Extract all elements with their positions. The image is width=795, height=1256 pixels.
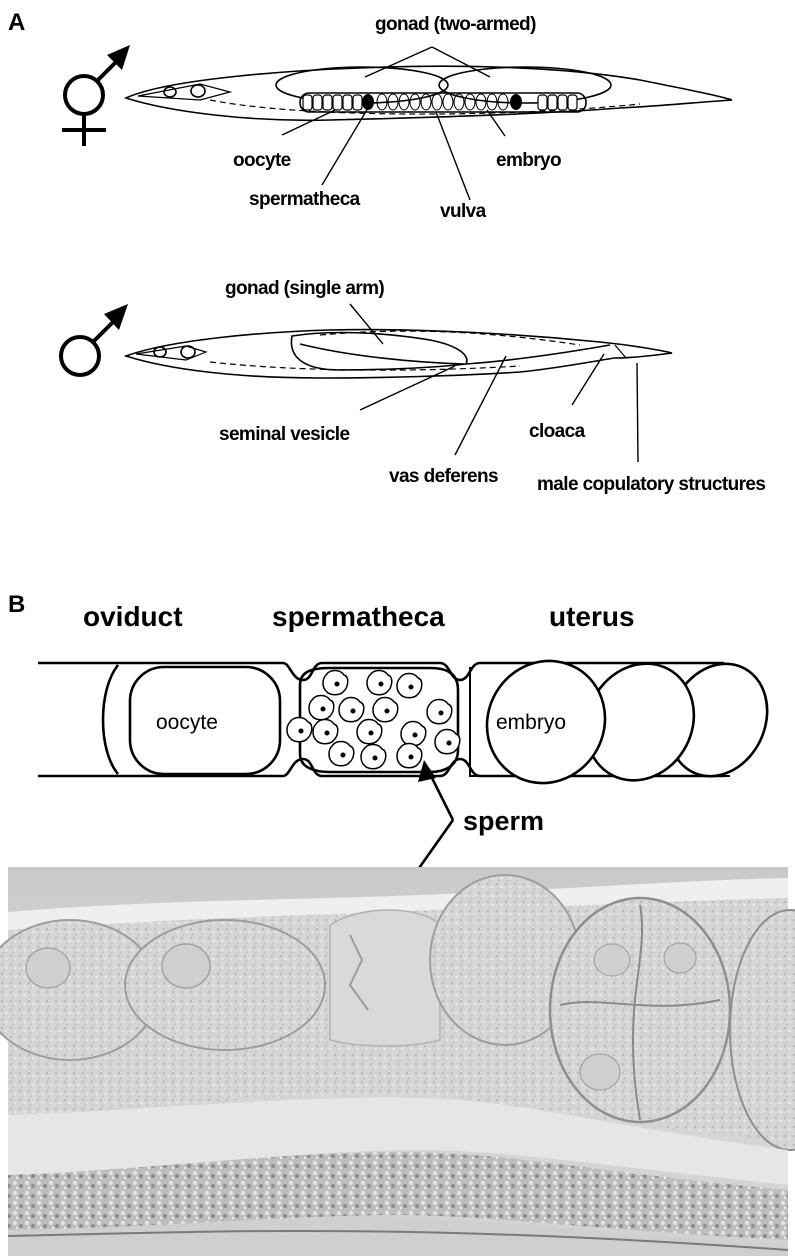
label-sperm: sperm [463,806,544,836]
label-male-copulatory-structures: male copulatory structures [537,474,765,495]
hermaphrodite-diagram: gonad (two-armed) oocyte embryo spermath… [62,14,732,222]
header-oviduct: oviduct [83,601,183,632]
label-oocyte-b: oocyte [156,711,218,734]
sperm-cells [287,671,460,769]
header-spermatheca: spermatheca [272,601,445,632]
male-worm-body [126,330,672,378]
header-uterus: uterus [549,601,635,632]
panel-b-letter: B [8,591,25,618]
label-gonad-two-armed: gonad (two-armed) [375,14,536,35]
male-diagram: gonad (single arm) seminal vesicle cloac… [61,278,765,495]
label-embryo: embryo [496,150,561,171]
male-symbol-icon [61,304,128,375]
male-leader-lines [350,304,638,462]
label-seminal-vesicle: seminal vesicle [219,424,349,445]
hermaphrodite-worm-body [126,66,732,120]
label-embryo-b: embryo [496,711,566,734]
panel-a: A [8,9,765,495]
label-vulva: vulva [440,201,487,222]
dic-micrograph-image [0,867,795,1256]
label-vas-deferens: vas deferens [389,466,498,487]
panel-b: B oviduct spermatheca uterus [0,591,795,1256]
label-gonad-single-arm: gonad (single arm) [225,278,384,299]
label-spermatheca-a: spermatheca [249,189,361,210]
label-cloaca: cloaca [529,421,586,442]
panel-a-letter: A [8,9,25,36]
hermaphrodite-symbol-icon [62,45,130,146]
oviduct-cell-edge [103,665,118,774]
label-oocyte: oocyte [233,150,291,171]
